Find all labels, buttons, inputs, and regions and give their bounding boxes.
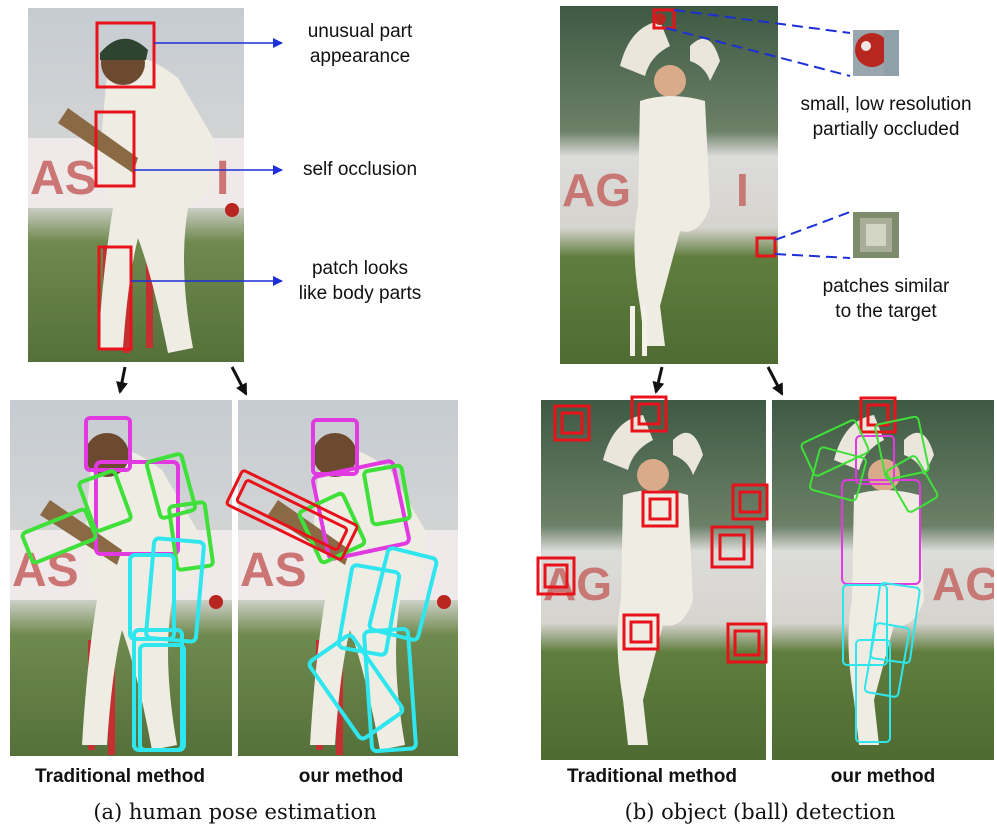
caption-b: (b) object (ball) detection <box>624 800 896 824</box>
label-a-our-method: our method <box>298 766 404 787</box>
zoom-line-patch-bottom <box>774 253 851 259</box>
svg-text:AS: AS <box>12 544 79 597</box>
label-self-occlusion: self occlusion <box>302 159 418 180</box>
bowler-photo-ours: AG <box>772 400 994 760</box>
label-b-traditional-method: Traditional method <box>567 766 737 787</box>
svg-text:I: I <box>216 152 229 205</box>
label-patch-body-parts: patch looks like body parts <box>298 258 422 304</box>
zoom-line-patch-top <box>774 211 851 241</box>
batsman-photo-traditional: AS <box>10 400 232 756</box>
arrow-b-to-ours <box>766 366 784 396</box>
label-a-traditional-method: Traditional method <box>35 766 205 787</box>
svg-text:AG: AG <box>543 558 612 610</box>
svg-text:AS: AS <box>240 544 307 597</box>
label-small-ball: small, low resolution partially occluded <box>800 94 972 140</box>
ball-zoom-thumbnail <box>853 30 899 76</box>
arrow-b-to-traditional <box>652 366 665 394</box>
label-part-appearance: unusual part appearance <box>307 21 413 67</box>
arrow-a-to-traditional <box>116 366 128 394</box>
svg-text:AS: AS <box>30 152 97 205</box>
label-b-our-method: our method <box>830 766 936 787</box>
batsman-photo-ours: AS <box>238 400 458 756</box>
bowler-photo-top: AG I <box>560 6 778 364</box>
patch-zoom-thumbnail <box>853 212 899 258</box>
svg-text:I: I <box>736 164 749 216</box>
arrow-a-to-ours <box>230 366 248 396</box>
bowler-photo-traditional: AG <box>541 400 766 760</box>
svg-text:AG: AG <box>562 164 631 216</box>
label-similar-patches: patches similar to the target <box>822 276 950 322</box>
caption-a: (a) human pose estimation <box>93 800 377 824</box>
svg-text:AG: AG <box>932 558 994 610</box>
batsman-photo-top: AS I <box>28 8 244 362</box>
